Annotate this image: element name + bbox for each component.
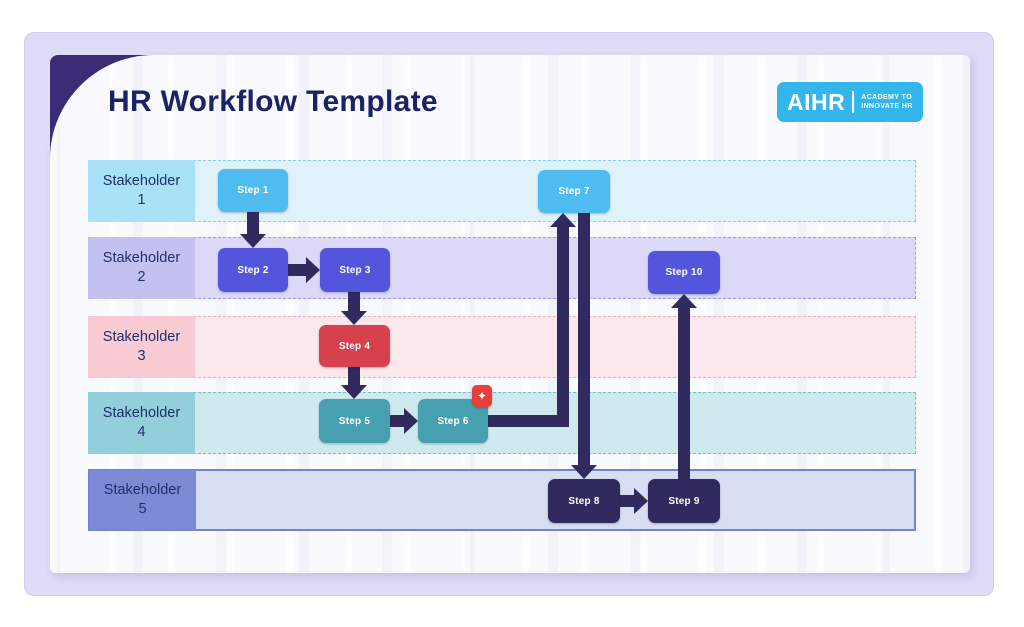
page-title: HR Workflow Template (108, 85, 438, 118)
lane-1-label: Stakeholder 1 (88, 160, 195, 222)
step-2-box: Step 2 (218, 248, 288, 292)
slide-panel: HR Workflow Template AIHR ACADEMY TO INN… (24, 32, 994, 596)
lane-5-label-text: Stakeholder (103, 482, 182, 499)
slide-card: HR Workflow Template AIHR ACADEMY TO INN… (50, 55, 970, 573)
lane-stakeholder-1: Stakeholder 1 (88, 160, 916, 222)
lane-2-number: 2 (137, 269, 146, 285)
lane-stakeholder-2: Stakeholder 2 (88, 237, 916, 299)
lane-1-number: 1 (137, 192, 146, 208)
logo-divider (852, 91, 855, 113)
step-1-box: Step 1 (218, 169, 288, 212)
aihr-logo: AIHR ACADEMY TO INNOVATE HR (777, 82, 923, 122)
alert-sparkle-icon: ✦ (472, 385, 492, 407)
step-3-box: Step 3 (320, 248, 390, 292)
lane-stakeholder-5: Stakeholder 5 (88, 469, 916, 531)
lane-4-label-text: Stakeholder (102, 405, 181, 422)
step-9-box: Step 9 (648, 479, 720, 523)
logo-brand-text: AIHR (787, 88, 846, 115)
lane-2-label: Stakeholder 2 (88, 237, 195, 299)
logo-tagline-line2: INNOVATE HR (861, 103, 913, 110)
logo-tagline: ACADEMY TO INNOVATE HR (861, 93, 913, 111)
lane-3-label-text: Stakeholder (102, 329, 181, 346)
lane-5-label: Stakeholder 5 (89, 470, 196, 530)
lane-3-label: Stakeholder 3 (88, 316, 195, 378)
step-5-box: Step 5 (319, 399, 390, 443)
lane-stakeholder-3: Stakeholder 3 (88, 316, 916, 378)
lane-4-number: 4 (137, 424, 146, 440)
lane-3-number: 3 (137, 348, 146, 364)
step-10-box: Step 10 (648, 251, 720, 294)
workflow-diagram: Stakeholder 1 Stakeholder 2 Stakeholder … (50, 55, 970, 573)
logo-tagline-line1: ACADEMY TO (861, 93, 913, 101)
step-4-box: Step 4 (319, 325, 390, 367)
lane-1-label-text: Stakeholder (102, 173, 181, 190)
lane-2-label-text: Stakeholder (102, 250, 181, 267)
lane-4-label: Stakeholder 4 (88, 392, 195, 454)
step-8-box: Step 8 (548, 479, 620, 523)
step-7-box: Step 7 (538, 170, 610, 213)
lane-5-number: 5 (138, 501, 147, 517)
